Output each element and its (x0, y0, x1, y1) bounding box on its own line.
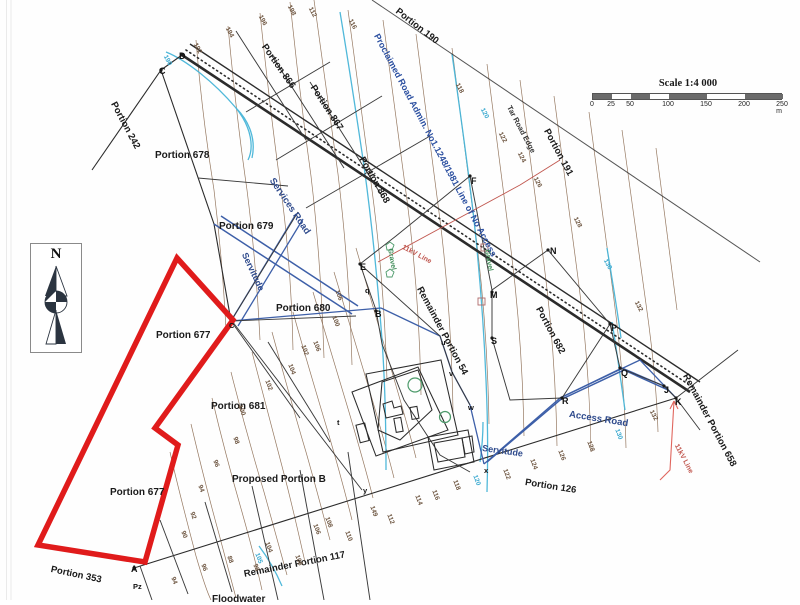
gravel-symbols (385, 241, 395, 278)
scale-tick: 250 m (776, 101, 788, 115)
scan-artifact (6, 0, 7, 600)
services-road (213, 215, 359, 315)
scan-artifact-2 (10, 0, 12, 600)
power-line-11kv (377, 159, 561, 263)
proclaimed-road (181, 0, 761, 394)
building-footprints (351, 359, 475, 471)
red-boundary-polygon (33, 253, 237, 566)
line-of-no-access (185, 49, 695, 389)
scale-tick: 50 (626, 101, 634, 108)
tree-symbol (407, 377, 452, 424)
estate-boundary (91, 54, 677, 569)
power-line-leader (659, 400, 679, 481)
scale-tick: 25 (607, 101, 615, 108)
scale-tick: 200 (738, 101, 750, 108)
north-arrow: N (30, 243, 82, 353)
north-arrow-glyph (44, 265, 68, 345)
scale-tick: 0 (590, 101, 594, 108)
scale-bar-block: Scale 1:4 000 0 25 50 100 150 200 250 m (588, 78, 788, 115)
survey-markers (477, 243, 489, 306)
scale-tick: 100 (662, 101, 674, 108)
scale-ticks: 0 25 50 100 150 200 250 m (588, 101, 788, 115)
subdivision-lines (139, 30, 739, 600)
scale-bar (592, 93, 783, 100)
scale-title: Scale 1:4 000 (658, 78, 718, 89)
north-letter: N (50, 246, 62, 262)
access-road (486, 369, 669, 463)
scale-tick: 150 (700, 101, 712, 108)
